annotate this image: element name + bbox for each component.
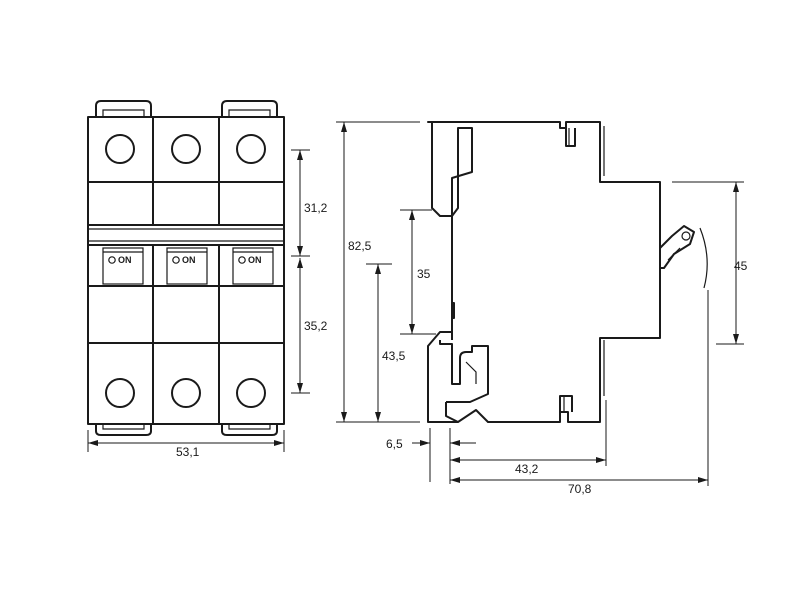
dim-clip-offset: 6,5 [386,437,403,451]
terminal-screw [171,134,201,164]
pole-switch-2: ON [166,247,208,285]
dim-rail-to-bottom: 43,5 [382,349,406,363]
bottom-clips [95,424,278,436]
dim-front-width: 53,1 [176,445,200,459]
side-view [427,121,708,423]
front-view: ON ON ON [87,100,285,436]
side-dimensions: 82,5 35 43,5 45 6,5 [336,121,748,496]
terminal-screw [236,134,266,164]
front-body [87,116,285,425]
side-body [427,121,661,423]
switch-label: ON [118,255,132,265]
terminal-screw [171,378,201,408]
dim-upper-section: 31,2 [304,201,328,215]
dim-side-depth-mid: 43,2 [515,462,539,476]
dim-lower-section: 35,2 [304,319,328,333]
terminal-screw [236,378,266,408]
terminal-screw [105,378,135,408]
dim-total-height: 82,5 [348,239,372,253]
pole-switch-3: ON [232,247,274,285]
terminal-screw [105,134,135,164]
dim-side-front-height: 45 [734,259,748,273]
toggle-lever [659,225,708,289]
dim-side-depth-total: 70,8 [568,482,592,496]
top-clips [95,100,278,117]
dim-rail-clip: 35 [417,267,431,281]
switch-label: ON [182,255,196,265]
switch-label: ON [248,255,262,265]
pole-switch-1: ON [102,247,144,285]
front-dimensions: 31,2 35,2 53,1 [87,149,328,459]
